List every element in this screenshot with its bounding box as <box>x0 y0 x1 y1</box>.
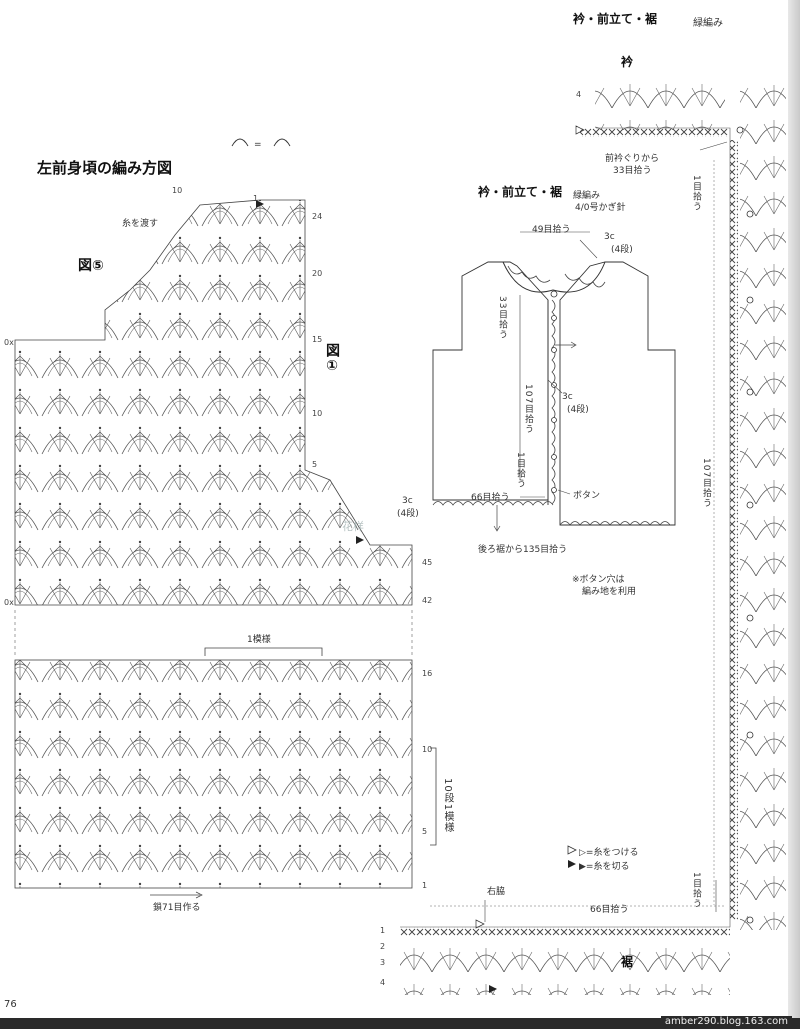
hem-rows-sub: (4段) <box>397 509 419 519</box>
border-one-pick-a: 1目拾う <box>691 175 701 212</box>
repeat-note: 10段1模様 <box>442 778 453 834</box>
figure-label: 図⑤ <box>78 258 104 274</box>
band-rows-sub: (4段) <box>567 405 589 415</box>
back-pick-label: 後ろ裾から135目拾う <box>478 545 568 555</box>
border-row-mark: 4 <box>380 978 386 987</box>
schematic-title: 衿・前立て・裾 <box>478 185 563 199</box>
footer-bar <box>0 1018 800 1029</box>
one-pick-label: 1目拾う <box>515 452 525 489</box>
border-hem-pick: 66目拾う <box>590 905 629 915</box>
watermark: 花样 <box>342 520 364 533</box>
note-line-2: 編み地を利用 <box>582 587 637 597</box>
row-number: 1 <box>253 194 259 203</box>
row-number: 5 <box>312 460 318 469</box>
hem-pick-label: 66目拾う <box>471 493 510 503</box>
border-row-mark: 1 <box>380 926 386 935</box>
row-number: 45 <box>422 558 433 567</box>
side-mark: 0x <box>4 338 14 347</box>
neck-pick-label: 49目拾う <box>532 225 571 235</box>
figure-ref-label: 図① <box>324 343 340 375</box>
border-one-pick-b: 1目拾う <box>691 872 701 909</box>
border-row-mark: 2 <box>380 942 386 951</box>
collar-rows-sub: (4段) <box>611 245 633 255</box>
chain-symbol-equals: = <box>254 140 262 150</box>
schematic-yarn: 緑編み <box>573 191 601 201</box>
legend-attach: ▷=糸をつける <box>579 848 639 858</box>
source-url: amber290.blog.163.com <box>660 1016 792 1027</box>
border-long-pick: 107目拾う <box>701 458 711 509</box>
front-pick-mid-label: 107目拾う <box>523 384 533 435</box>
row-number: 20 <box>312 269 323 278</box>
header-title: 衿・前立て・裾 <box>573 12 658 26</box>
border-row-mark: 3 <box>380 958 386 967</box>
hem-label: 裾 <box>621 955 634 969</box>
foundation-label: 鎖71目作る <box>153 903 201 913</box>
row-number: 10 <box>172 186 183 195</box>
left-chart-title: 左前身頃の編み方図 <box>37 159 173 177</box>
border-row-mark: 4 <box>576 90 582 99</box>
side-mark: 0x <box>4 598 14 607</box>
note-line-1: ※ボタン穴は <box>572 575 625 585</box>
border-neck-pick-2: 33目拾う <box>613 166 652 176</box>
row-number: 1 <box>422 881 428 890</box>
button-label: ボタン <box>573 491 601 501</box>
row-number: 42 <box>422 596 433 605</box>
header-subtitle: 緑編み <box>693 18 723 29</box>
legend-cut: ▶=糸を切る <box>579 862 630 872</box>
row-number: 10 <box>312 409 323 418</box>
row-number: 24 <box>312 212 323 221</box>
row-number: 15 <box>312 335 323 344</box>
collar-label: 衿 <box>621 55 634 69</box>
row-number: 10 <box>422 745 433 754</box>
row-number: 5 <box>422 827 428 836</box>
band-rows-label: 3c <box>562 392 573 402</box>
row-number: 16 <box>422 669 433 678</box>
thread-note: 糸を渡す <box>122 219 159 229</box>
page-number: 76 <box>4 999 17 1010</box>
border-neck-pick: 前衿ぐりから <box>605 154 660 164</box>
right-edge-label: 右脇 <box>487 887 506 897</box>
hem-rows-label: 3c <box>402 496 413 506</box>
front-pick-top-label: 33目拾う <box>497 296 507 340</box>
collar-rows-label: 3c <box>604 232 615 242</box>
book-spine-shadow <box>788 0 800 1018</box>
pattern-unit-label: 1模様 <box>247 635 271 645</box>
schematic-hook: 4/0号かぎ針 <box>575 203 626 213</box>
